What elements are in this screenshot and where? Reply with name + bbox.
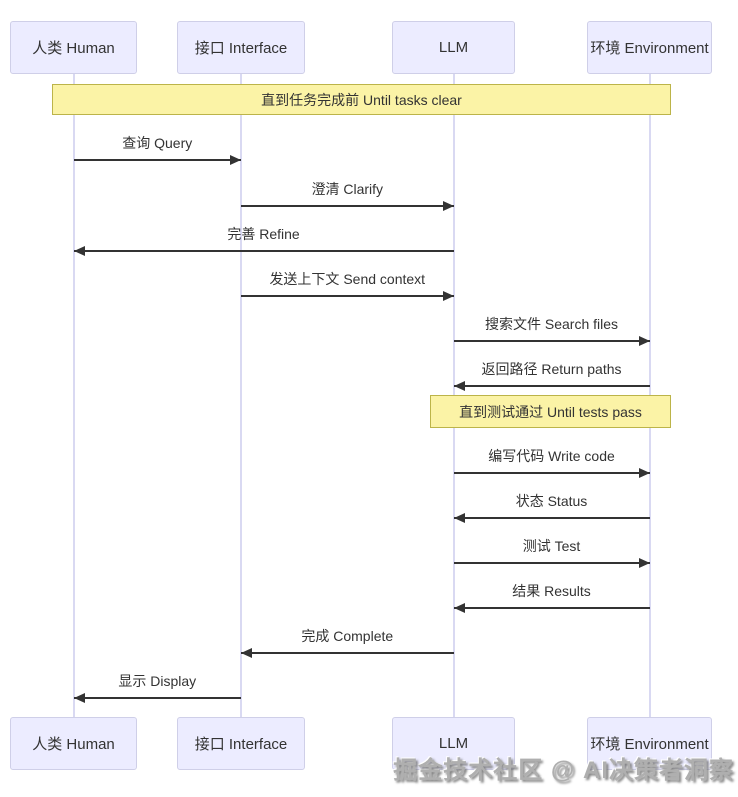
message-status-arrowhead	[453, 513, 465, 523]
lifeline-interface	[240, 73, 242, 717]
message-clarify-line	[241, 205, 454, 207]
message-send-context-line	[241, 295, 454, 297]
message-complete-arrowhead	[241, 648, 252, 658]
message-display-arrowhead	[73, 693, 85, 703]
actor-bottom-interface: 接口 Interface	[177, 717, 305, 770]
message-write-code-label: 编写代码 Write code	[488, 448, 615, 464]
message-status-line	[453, 517, 650, 519]
message-query-line	[73, 159, 241, 161]
message-clarify-arrowhead	[442, 201, 454, 211]
lifeline-human	[72, 73, 75, 717]
message-query-label: 查询 Query	[122, 135, 193, 151]
message-send-context-arrowhead	[442, 291, 454, 301]
message-display-line	[73, 697, 241, 699]
message-status-label: 状态 Status	[515, 493, 588, 509]
message-test-arrowhead	[638, 558, 650, 568]
message-search-files-line	[453, 340, 650, 342]
message-search-files-arrowhead	[638, 336, 650, 346]
message-write-code-arrowhead	[638, 468, 650, 478]
actor-top-interface: 接口 Interface	[177, 21, 305, 74]
message-results-line	[453, 607, 650, 609]
message-clarify-label: 澄清 Clarify	[311, 181, 384, 197]
message-complete-line	[241, 652, 454, 654]
message-refine-line	[73, 250, 454, 252]
note-until-tasks-clear: 直到任务完成前 Until tasks clear	[52, 84, 671, 115]
actor-top-human: 人类 Human	[10, 21, 137, 74]
actor-bottom-environment: 环境 Environment	[587, 717, 712, 770]
actor-top-llm: LLM	[392, 21, 515, 74]
message-results-arrowhead	[453, 603, 465, 613]
message-write-code-line	[453, 472, 650, 474]
message-send-context-label: 发送上下文 Send context	[269, 271, 426, 287]
message-return-paths-line	[453, 385, 650, 387]
actor-top-environment: 环境 Environment	[587, 21, 712, 74]
message-refine-label: 完善 Refine	[227, 226, 300, 242]
message-complete-label: 完成 Complete	[301, 628, 394, 644]
message-results-label: 结果 Results	[512, 583, 591, 599]
message-display-label: 显示 Display	[118, 673, 197, 689]
message-test-label: 测试 Test	[522, 538, 581, 554]
actor-bottom-human: 人类 Human	[10, 717, 137, 770]
actor-bottom-llm: LLM	[392, 717, 515, 770]
message-query-arrowhead	[230, 155, 241, 165]
message-return-paths-arrowhead	[453, 381, 465, 391]
message-search-files-label: 搜索文件 Search files	[484, 316, 619, 332]
message-test-line	[453, 562, 650, 564]
message-refine-arrowhead	[73, 246, 85, 256]
watermark: 掘金技术社区 @ AI决策者洞察	[393, 757, 734, 784]
note-until-tests-pass: 直到测试通过 Until tests pass	[430, 395, 671, 428]
message-return-paths-label: 返回路径 Return paths	[481, 361, 622, 377]
